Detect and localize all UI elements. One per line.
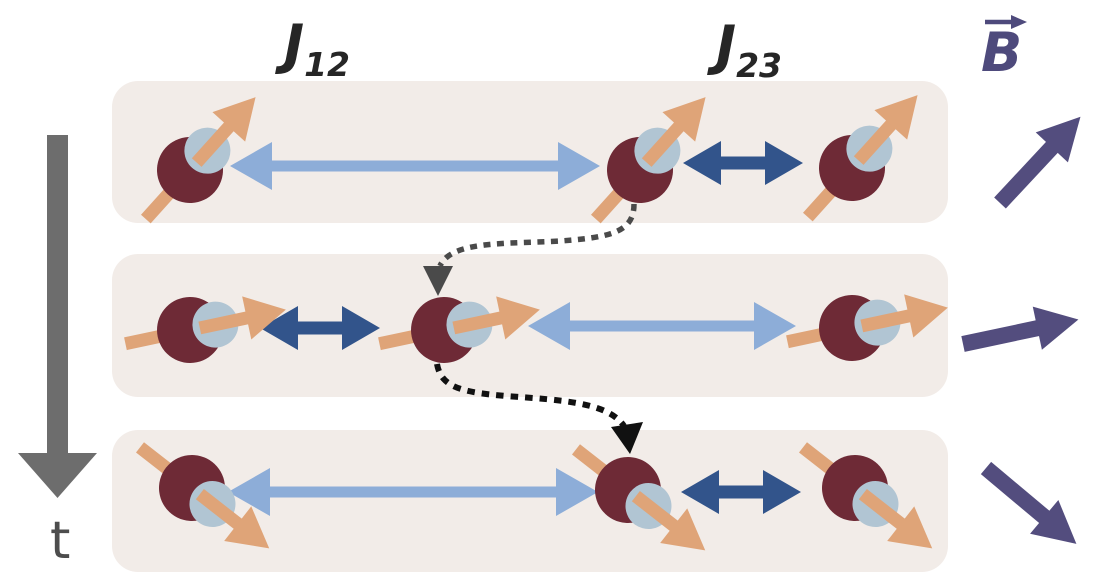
swap-path-row2-to-row3	[434, 363, 627, 428]
swap-arrow-row2-to-row3	[434, 363, 643, 454]
coupling-j23-base: J	[707, 14, 736, 77]
coupling-label-j23: J23	[707, 14, 782, 85]
field-label: B	[981, 21, 1022, 84]
field-arrow-row2	[958, 297, 1083, 366]
swap-arrowhead-row1-to-row2	[423, 266, 453, 296]
time-step-panel-3	[112, 430, 948, 572]
coupling-label-j12: J12	[275, 13, 350, 84]
swap-arrowhead-row2-to-row3	[611, 422, 643, 454]
swap-arrow-row1-to-row2	[423, 203, 637, 296]
field-vector-bar-head	[1011, 15, 1027, 29]
time-axis: t	[18, 135, 97, 571]
coupling-j23-subscript: 23	[736, 46, 782, 85]
field-arrow-row3	[971, 451, 1091, 561]
row-2	[118, 275, 1083, 377]
field-arrow-row1	[983, 101, 1097, 219]
swap-path-row1-to-row2	[437, 203, 637, 268]
weak-coupling-arrow-row2	[528, 302, 796, 350]
coupling-j12-base: J	[275, 13, 304, 76]
coupling-j12-subscript: 12	[304, 45, 350, 84]
time-axis-arrow-shaft	[47, 135, 68, 453]
time-axis-arrow-head	[18, 453, 97, 498]
time-step-panel-1	[112, 81, 948, 223]
field-label-group: B	[981, 15, 1027, 84]
time-label: t	[50, 511, 70, 571]
